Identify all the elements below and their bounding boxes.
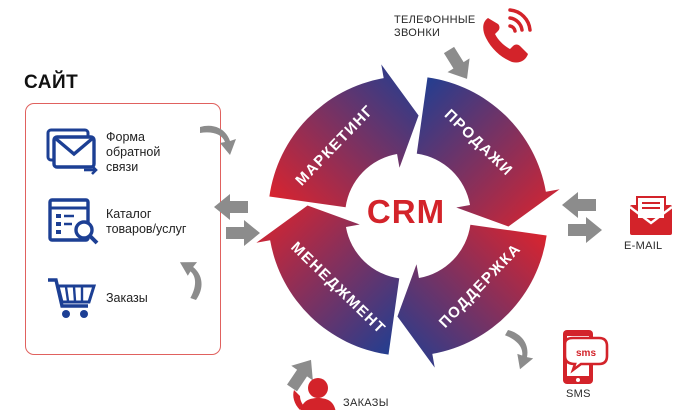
cycle-segment-sales [416,77,560,227]
arrow-orders-to-crm [169,256,210,301]
email-label: E-MAIL [624,240,663,252]
user-phone-icon [293,378,336,410]
cycle-segment-support [397,224,547,368]
arrow-email-exchange [562,192,602,243]
site-item-catalog: Каталог товаров/услуг [44,196,186,248]
site-item-label: Каталог товаров/услуг [106,207,187,236]
phone-calls-label: ТЕЛЕФОННЫЕ ЗВОНКИ [394,14,476,39]
feedback-form-icon [46,128,98,175]
orders-call-label: ЗАКАЗЫ [343,397,389,409]
crm-center-label: CRM [366,193,446,230]
sms-label: SMS [566,388,591,400]
sms-phone-icon: sms [563,330,609,384]
site-title: САЙТ [24,72,79,93]
cycle-segment-marketing [269,64,419,208]
site-item-label: Заказы [106,290,148,305]
arrow-catalog-exchange [214,194,260,246]
arrow-phone-to-crm [437,43,479,86]
arrow-form-to-crm [200,125,236,155]
site-item-feedback-form: Форма обратной связи [44,126,160,178]
shopping-cart-icon [48,278,97,318]
phone-icon [483,8,532,63]
sms-bubble-text: sms [576,348,596,359]
site-panel: Форма обратной связи Каталог товаров/усл… [25,103,221,355]
cycle-segment-management [256,205,400,355]
email-icon [629,196,673,235]
site-item-orders: Заказы [44,272,148,324]
site-item-label: Форма обратной связи [106,129,161,174]
arrow-crm-to-sms [494,328,540,373]
catalog-search-icon [48,198,99,245]
